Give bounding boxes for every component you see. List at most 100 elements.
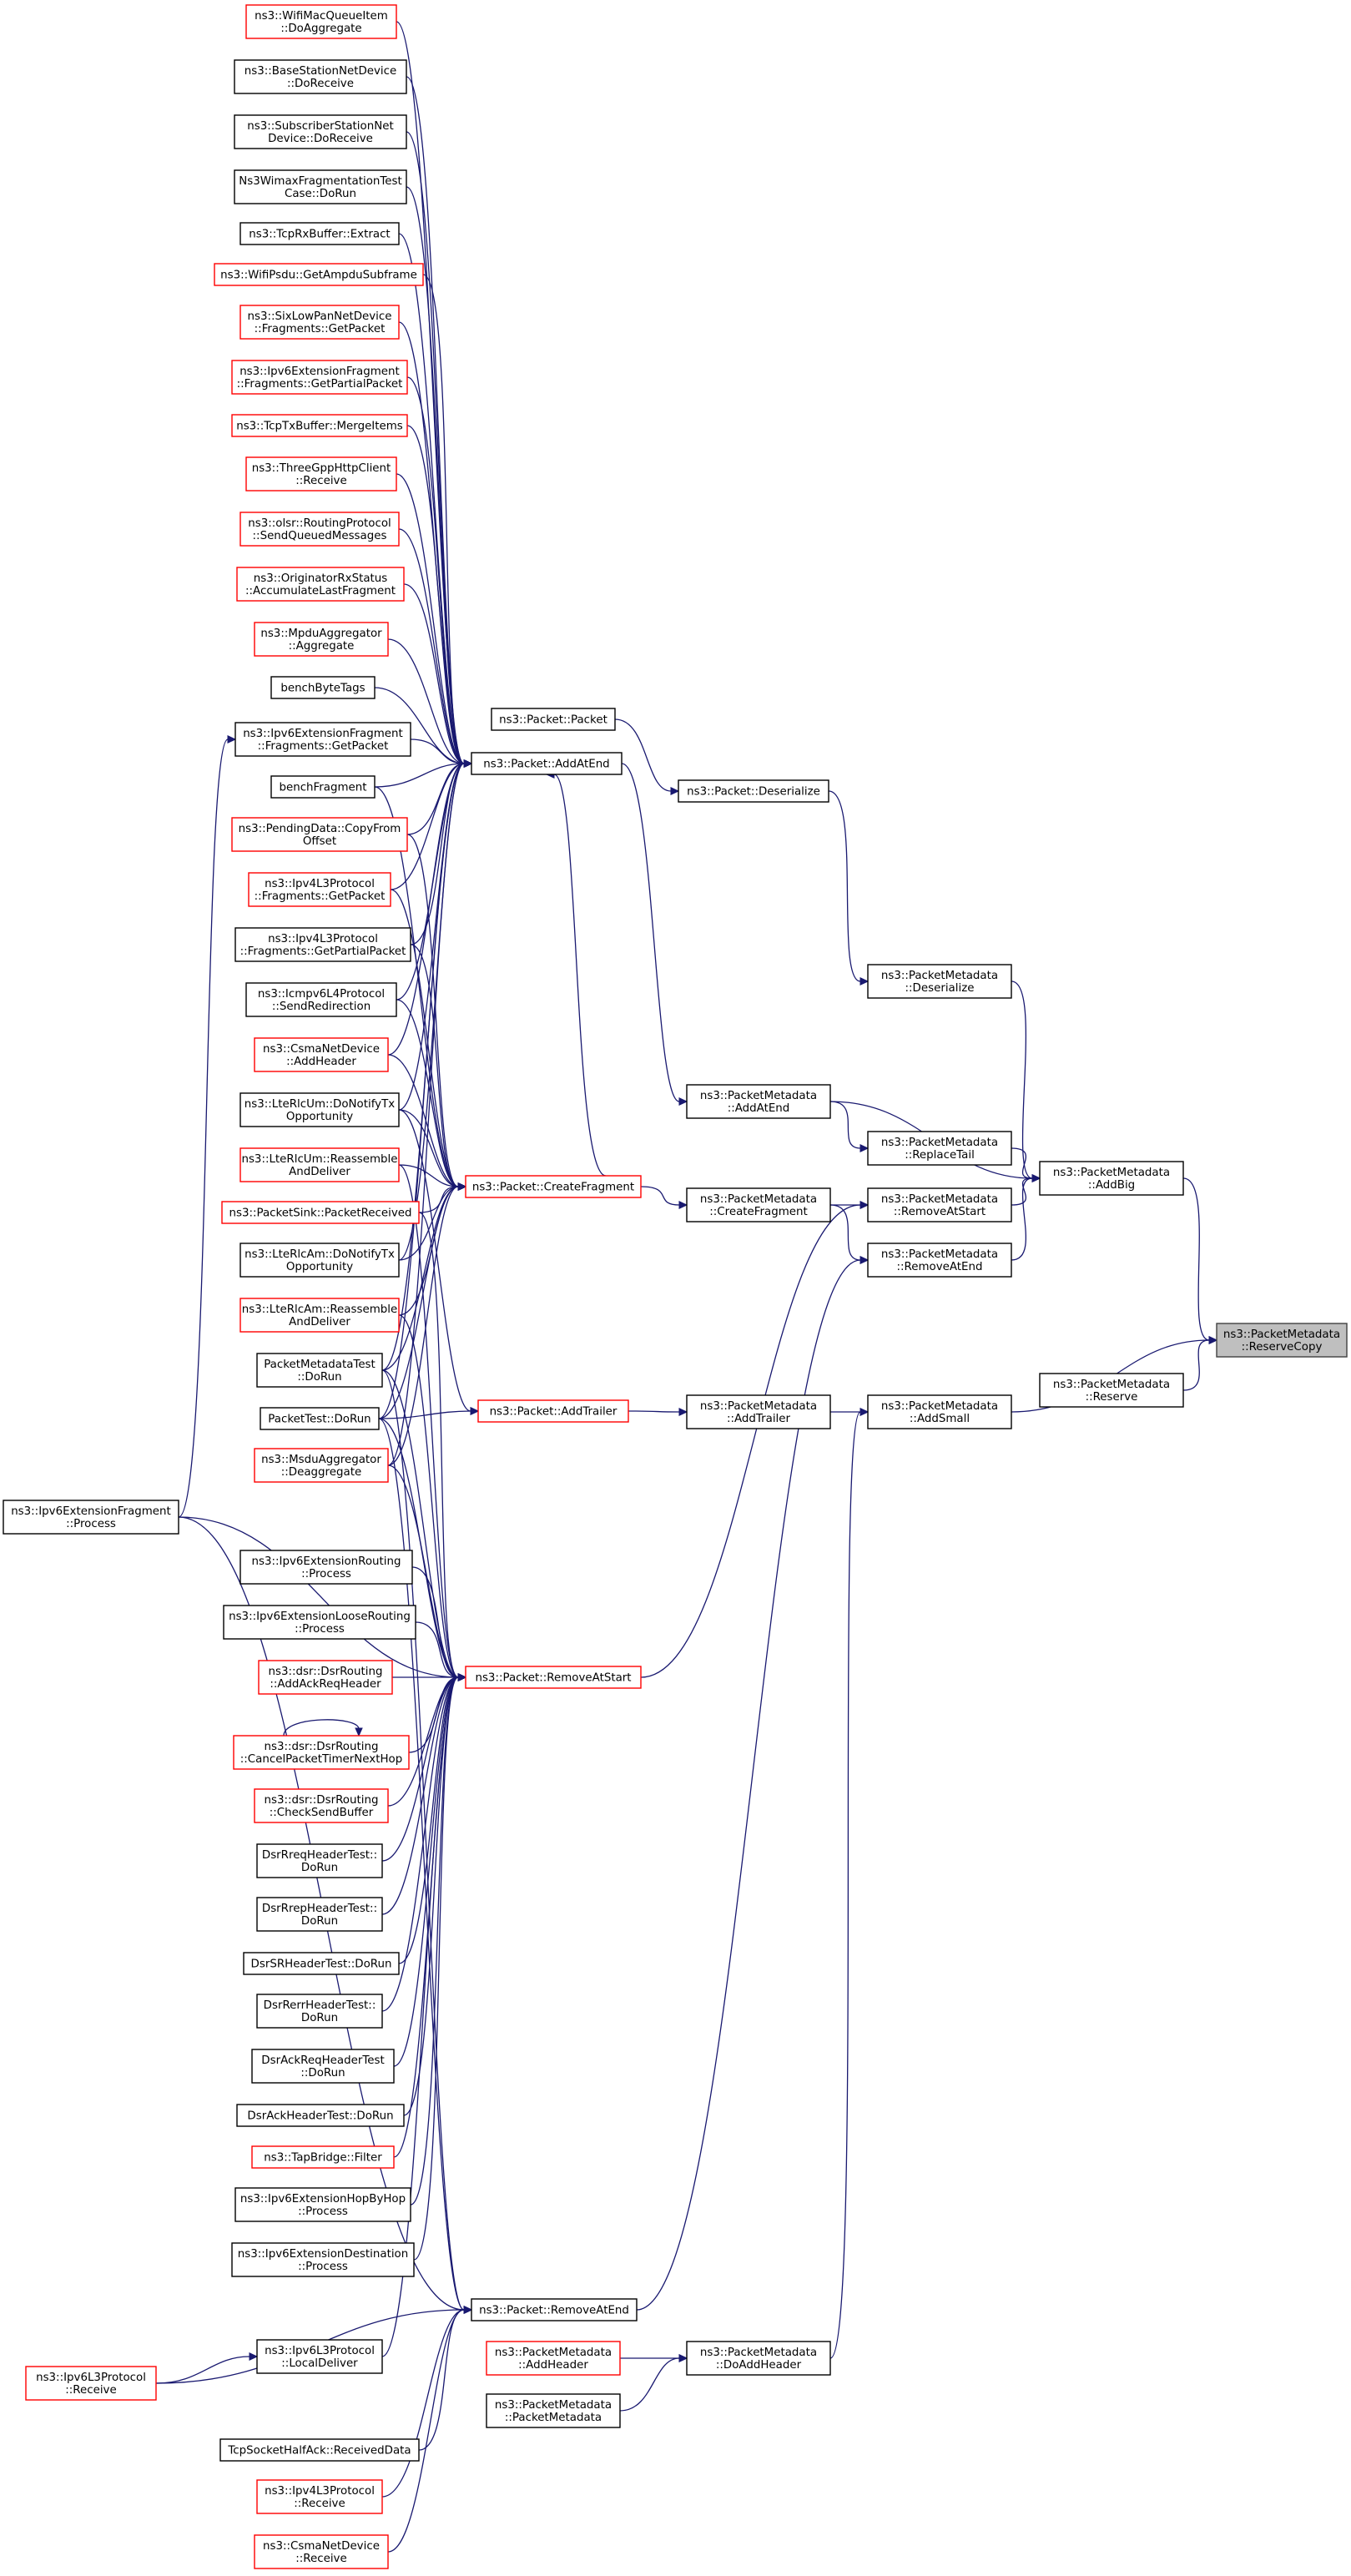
- arrowhead-icon: [859, 1408, 870, 1416]
- node-subscriber[interactable]: ns3::SubscriberStationNetDevice::DoRecei…: [234, 114, 407, 149]
- node-pm-ctor[interactable]: ns3::PacketMetadata::PacketMetadata: [486, 2393, 621, 2428]
- node-pm-addtrailer[interactable]: ns3::PacketMetadata::AddTrailer: [686, 1394, 831, 1429]
- node-box: [260, 1407, 380, 1430]
- node-p-packet[interactable]: ns3::Packet::Packet: [491, 708, 616, 731]
- node-replacetail[interactable]: ns3::PacketMetadata::ReplaceTail: [867, 1131, 1012, 1166]
- node-dsrrrep[interactable]: DsrRrepHeaderTest::DoRun: [256, 1897, 383, 1932]
- node-basestation[interactable]: ns3::BaseStationNetDevice::DoReceive: [234, 59, 407, 94]
- node-label: ns3::PacketMetadata: [495, 2399, 612, 2412]
- node-p-addtrailer[interactable]: ns3::Packet::AddTrailer: [477, 1399, 629, 1423]
- node-olsr[interactable]: ns3::olsr::RoutingProtocol::SendQueuedMe…: [239, 512, 400, 547]
- node-dsrack[interactable]: DsrAckHeaderTest::DoRun: [236, 2104, 405, 2127]
- node-ipv6routing[interactable]: ns3::Ipv6ExtensionRouting::Process: [239, 1550, 413, 1585]
- node-csma-addheader[interactable]: ns3::CsmaNetDevice::AddHeader: [254, 1037, 389, 1072]
- edge-p-removeatstart-to-pm-removeatstart: [640, 1201, 870, 1678]
- node-label: ns3::PacketMetadata: [881, 1137, 998, 1149]
- node-dsrsr[interactable]: DsrSRHeaderTest::DoRun: [243, 1952, 400, 1975]
- edge-line: [829, 1204, 861, 1261]
- node-benchbytetags[interactable]: benchByteTags: [270, 676, 376, 699]
- node-p-addatend[interactable]: ns3::Packet::AddAtEnd: [471, 752, 623, 775]
- node-pm-addatend[interactable]: ns3::PacketMetadata::AddAtEnd: [686, 1084, 831, 1119]
- node-dsr-addack[interactable]: ns3::dsr::DsrRouting::AddAckReqHeader: [258, 1660, 393, 1695]
- edge-line: [378, 1418, 465, 2311]
- node-tcprxbuffer[interactable]: ns3::TcpRxBuffer::Extract: [239, 222, 400, 245]
- edge-line: [283, 1719, 360, 1737]
- node-sixlowpan[interactable]: ns3::SixLowPanNetDevice::Fragments::GetP…: [239, 305, 400, 340]
- node-reserve[interactable]: ns3::PacketMetadata::Reserve: [1039, 1373, 1184, 1408]
- node-label: ::Process: [295, 1623, 345, 1636]
- node-icmpv6[interactable]: ns3::Icmpv6L4Protocol::SendRedirection: [245, 982, 397, 1017]
- node-ipv6loose[interactable]: ns3::Ipv6ExtensionLooseRouting::Process: [223, 1605, 416, 1640]
- node-dsr-cancel[interactable]: ns3::dsr::DsrRouting::CancelPacketTimerN…: [233, 1735, 410, 1770]
- node-ipv4l3-receive[interactable]: ns3::Ipv4L3Protocol::Receive: [256, 2479, 383, 2514]
- node-pm-addheader[interactable]: ns3::PacketMetadata::AddHeader: [486, 2341, 621, 2376]
- node-packetmetadatatest[interactable]: PacketMetadataTest::DoRun: [256, 1353, 383, 1388]
- node-msduagg[interactable]: ns3::MsduAggregator::Deaggregate: [254, 1448, 389, 1483]
- node-p-removeatend[interactable]: ns3::Packet::RemoveAtEnd: [471, 2298, 638, 2321]
- node-tcptxbuffer[interactable]: ns3::TcpTxBuffer::MergeItems: [231, 414, 408, 437]
- node-p-createfragment[interactable]: ns3::Packet::CreateFragment: [465, 1175, 642, 1198]
- node-label: ::ReserveCopy: [1242, 1341, 1323, 1354]
- node-ipv6l3-localdeliver[interactable]: ns3::Ipv6L3Protocol::LocalDeliver: [256, 2339, 383, 2374]
- node-label: ::DoRun: [297, 1371, 341, 1384]
- node-p-deserialize[interactable]: ns3::Packet::Deserialize: [678, 779, 829, 803]
- node-ipv6l3-receive[interactable]: ns3::Ipv6L3Protocol::Receive: [25, 2366, 157, 2401]
- node-benchfragment[interactable]: benchFragment: [270, 775, 376, 799]
- node-wifimacqueue[interactable]: ns3::WifiMacQueueItem::DoAggregate: [245, 4, 397, 39]
- node-box: [233, 1735, 410, 1770]
- node-reservecopy[interactable]: ns3::PacketMetadata::ReserveCopy: [1216, 1323, 1348, 1358]
- node-addbig[interactable]: ns3::PacketMetadata::AddBig: [1039, 1161, 1184, 1196]
- edge-line: [387, 1464, 459, 1678]
- node-ipv6dest[interactable]: ns3::Ipv6ExtensionDestination::Process: [231, 2242, 415, 2277]
- edge-line: [378, 1186, 459, 1419]
- node-tapbridge[interactable]: ns3::TapBridge::Filter: [251, 2145, 395, 2169]
- node-pm-removeatend[interactable]: ns3::PacketMetadata::RemoveAtEnd: [867, 1243, 1012, 1278]
- node-originator[interactable]: ns3::OriginatorRxStatus::AccumulateLastF…: [236, 567, 405, 602]
- node-tcpsockethalf[interactable]: TcpSocketHalfAck::ReceivedData: [219, 2438, 420, 2462]
- node-p-removeatstart[interactable]: ns3::Packet::RemoveAtStart: [465, 1666, 642, 1689]
- node-box: [234, 722, 411, 757]
- node-addsmall[interactable]: ns3::PacketMetadata::AddSmall: [867, 1394, 1012, 1429]
- node-label: ::CancelPacketTimerNextHop: [240, 1753, 402, 1766]
- node-ipv4l3-getpacket[interactable]: ns3::Ipv4L3Protocol::Fragments::GetPacke…: [248, 872, 391, 907]
- node-ipv6ext-partial[interactable]: ns3::Ipv6ExtensionFragment::Fragments::G…: [231, 360, 408, 395]
- node-label: ns3::CsmaNetDevice: [263, 1043, 380, 1056]
- node-label: DoRun: [301, 1915, 338, 1928]
- node-box: [256, 1994, 383, 2029]
- edge-line: [381, 2309, 465, 2498]
- node-ipv6hopbyhop[interactable]: ns3::Ipv6ExtensionHopByHop::Process: [234, 2187, 411, 2222]
- edge-line: [1011, 980, 1033, 1179]
- node-ipv6ext-getpacket[interactable]: ns3::Ipv6ExtensionFragment::Fragments::G…: [234, 722, 411, 757]
- edge-line: [413, 1676, 459, 2261]
- node-ipv6ext-process[interactable]: ns3::Ipv6ExtensionFragment::Process: [3, 1500, 179, 1535]
- node-mpduagg[interactable]: ns3::MpduAggregator::Aggregate: [254, 622, 389, 657]
- node-wifipsdu[interactable]: ns3::WifiPsdu::GetAmpduSubframe: [214, 263, 424, 286]
- node-label: ::Receive: [295, 2553, 346, 2565]
- node-dsrrerr[interactable]: DsrRerrHeaderTest::DoRun: [256, 1994, 383, 2029]
- node-dsr-checksend[interactable]: ns3::dsr::DsrRouting::CheckSendBuffer: [254, 1788, 389, 1823]
- node-pm-deserialize[interactable]: ns3::PacketMetadata::Deserialize: [867, 964, 1012, 999]
- node-packettest[interactable]: PacketTest::DoRun: [260, 1407, 380, 1430]
- edge-p-deserialize-to-pm-deserialize: [828, 790, 870, 986]
- node-dsrackreq[interactable]: DsrAckReqHeaderTest::DoRun: [251, 2049, 395, 2084]
- node-dsrrreq[interactable]: DsrRreqHeaderTest::DoRun: [256, 1843, 383, 1878]
- node-label: ::Process: [301, 1568, 351, 1580]
- edge-line: [155, 2356, 250, 2384]
- arrowhead-icon: [470, 1407, 480, 1415]
- node-pm-doaddheader[interactable]: ns3::PacketMetadata::DoAddHeader: [686, 2341, 831, 2376]
- node-pm-removeatstart[interactable]: ns3::PacketMetadata::RemoveAtStart: [867, 1187, 1012, 1222]
- node-pm-createfragment[interactable]: ns3::PacketMetadata::CreateFragment: [686, 1187, 831, 1222]
- node-threegpp[interactable]: ns3::ThreeGppHttpClient::Receive: [245, 456, 397, 492]
- node-csma-receive[interactable]: ns3::CsmaNetDevice::Receive: [254, 2534, 389, 2569]
- node-packetsink[interactable]: ns3::PacketSink::PacketReceived: [221, 1201, 420, 1224]
- edge-pm-removeatend-to-addbig: [1011, 1174, 1041, 1261]
- node-ipv4l3-partial[interactable]: ns3::Ipv4L3Protocol::Fragments::GetParti…: [234, 927, 411, 962]
- node-box: [491, 708, 616, 731]
- node-label: ns3::Packet::Packet: [499, 714, 607, 727]
